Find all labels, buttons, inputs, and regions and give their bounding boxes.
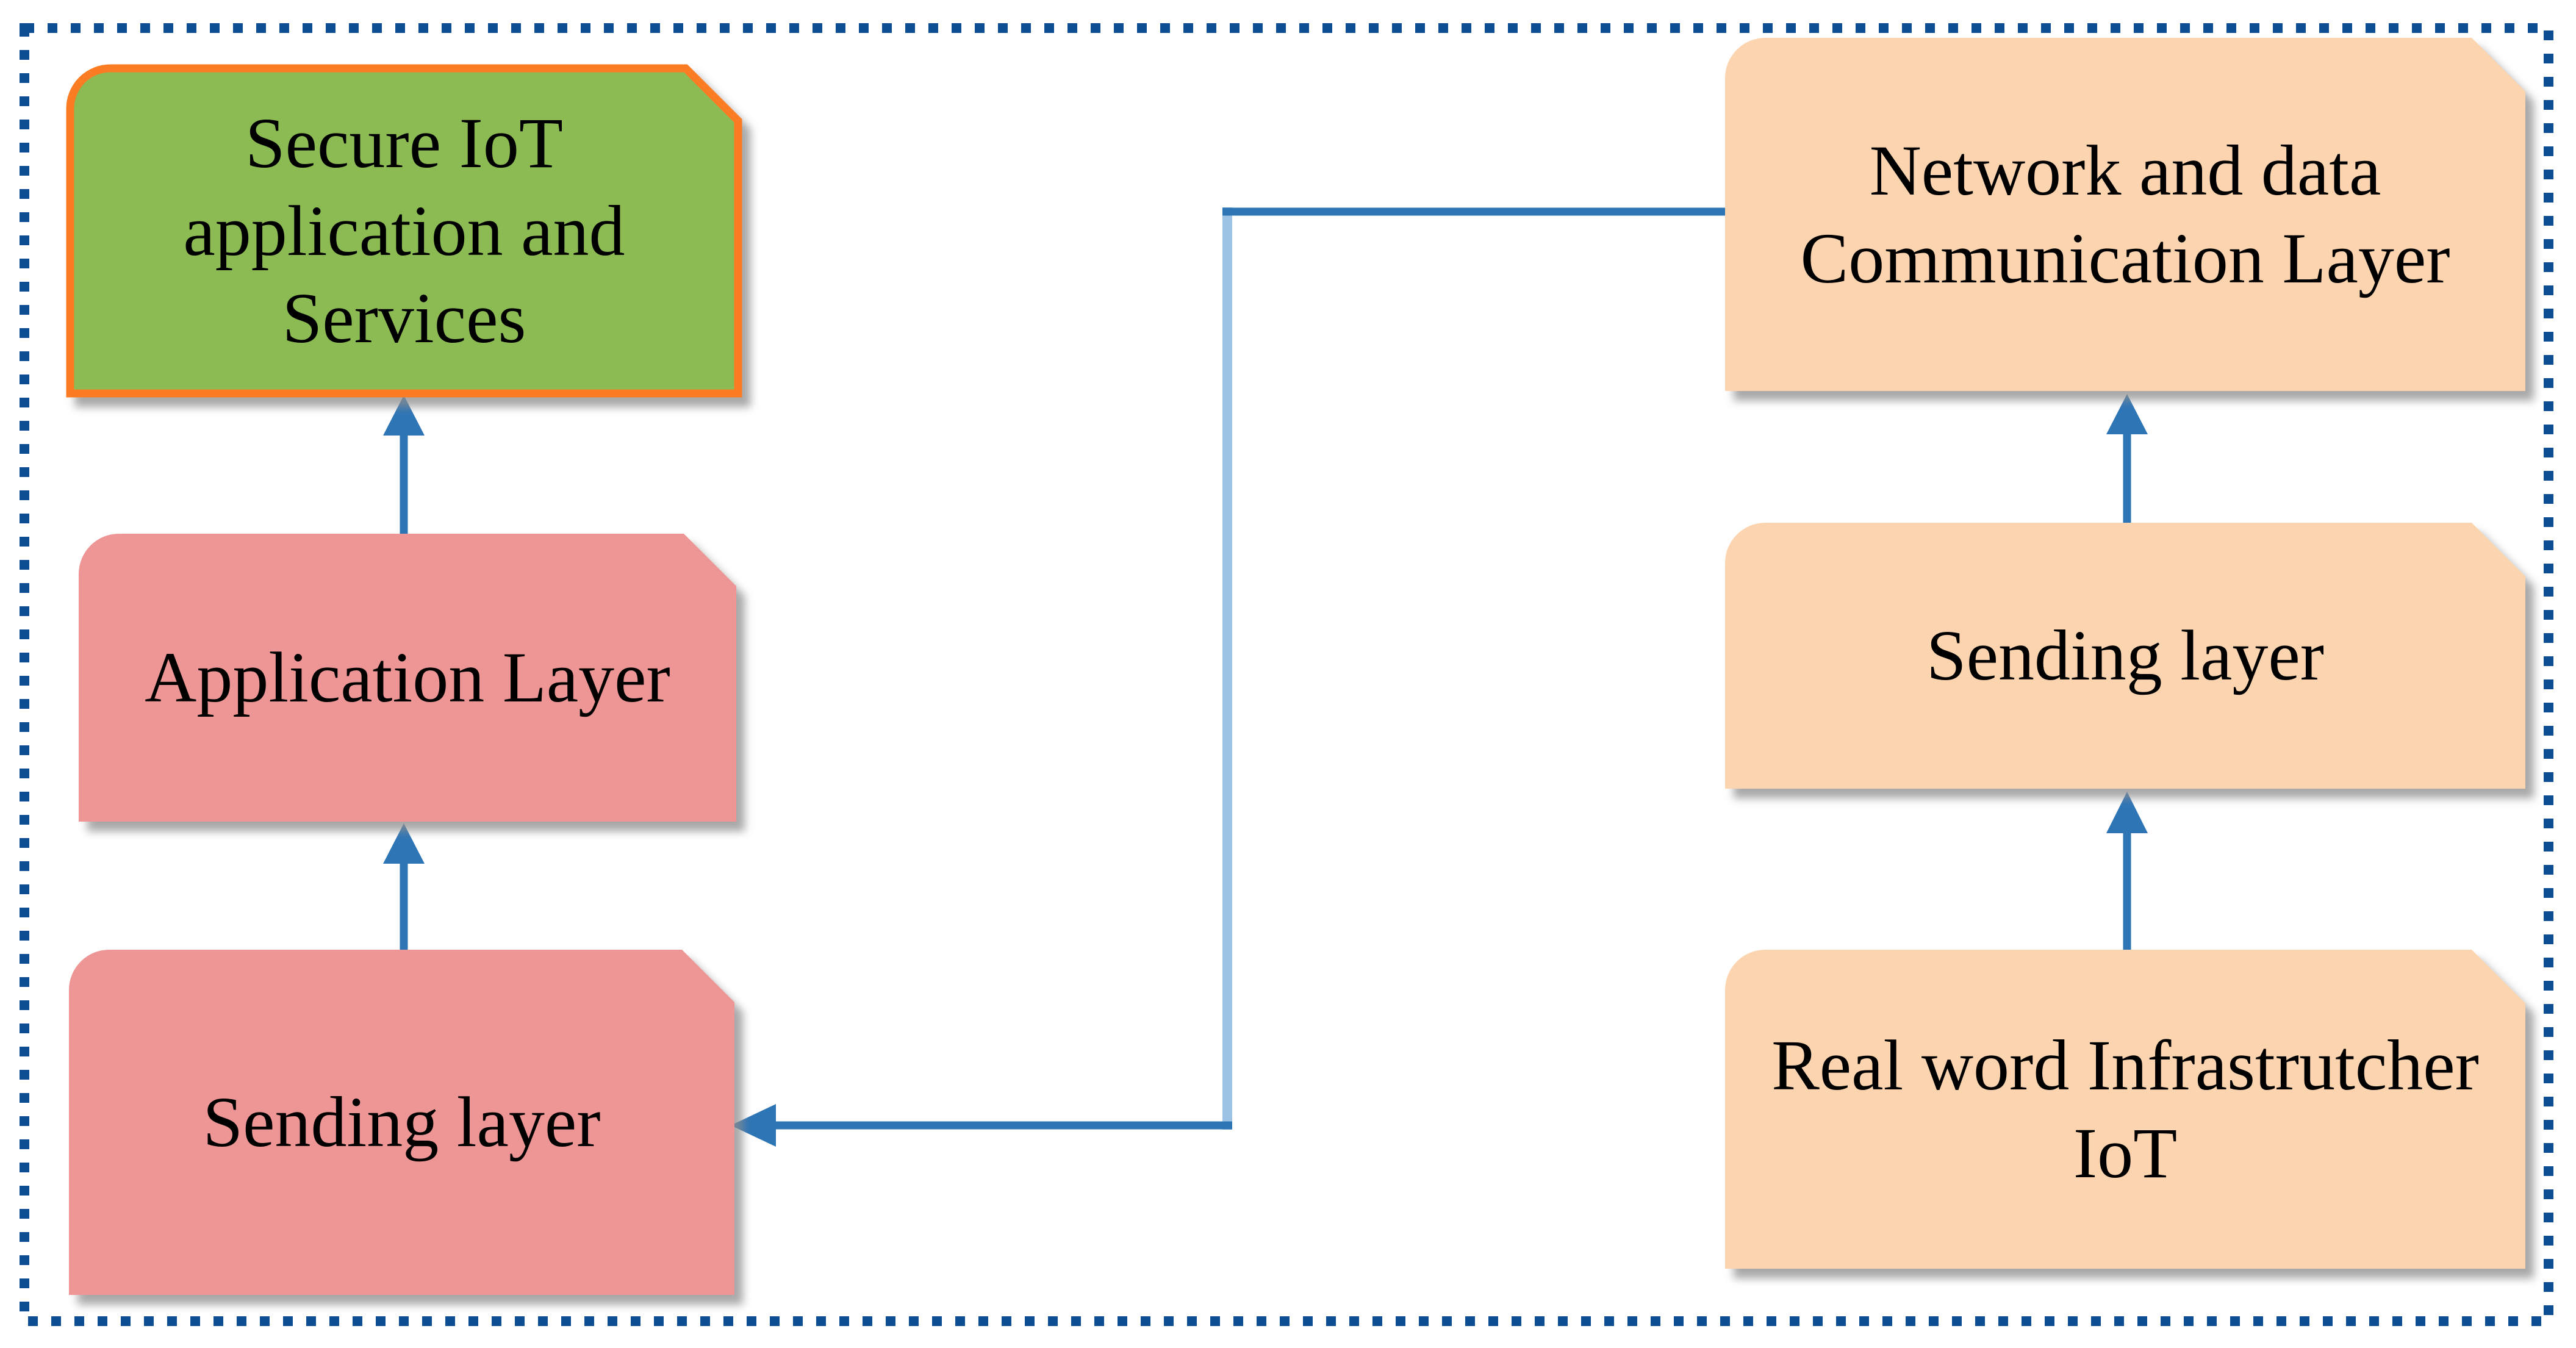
arrow-real-world-to-sending-right-head xyxy=(2106,792,2148,833)
arrowhead-into-sending-layer-left xyxy=(731,1104,776,1147)
arrow-application-to-secure-head xyxy=(383,395,425,436)
node-sending-layer-right-shape xyxy=(1725,523,2525,789)
node-sending-layer-left-shape xyxy=(69,950,734,1295)
diagram-dotted-border xyxy=(20,23,2553,1326)
node-real-world-iot-shape xyxy=(1725,950,2525,1269)
node-network-data-communication-shape xyxy=(1725,38,2525,391)
arrow-sending-left-to-application-head xyxy=(383,823,425,864)
node-secure-iot-shape xyxy=(66,64,742,398)
arrow-sending-right-to-network-head xyxy=(2106,394,2148,434)
node-application-layer-shape xyxy=(79,534,736,822)
